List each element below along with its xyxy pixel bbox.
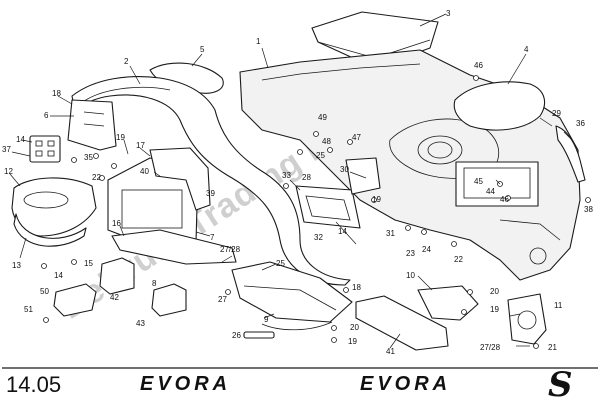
part-30-bracket: [345, 157, 381, 195]
page-number: 14.05: [6, 372, 61, 397]
part-9-lower-panel: [231, 261, 353, 331]
callout-30: 30: [340, 165, 349, 174]
callout-labels: 1 2 3 4 5 6 7 8 9 10 11 12 13 14 14 14 1…: [2, 9, 593, 356]
callout-16: 16: [112, 219, 121, 228]
callout-1: 1: [256, 37, 261, 46]
part-2-dash-cover: [71, 76, 351, 286]
callout-14b: 14: [54, 271, 63, 280]
callout-25b: 25: [276, 259, 285, 268]
brand-text-2: EVORA: [360, 373, 451, 395]
callout-20b: 20: [350, 323, 359, 332]
callout-46b: 46: [500, 195, 509, 204]
callout-6: 6: [44, 111, 49, 120]
callout-33: 33: [282, 171, 291, 180]
callout-43: 43: [136, 319, 145, 328]
part-16-lower-trim: [111, 229, 237, 265]
callout-45: 45: [474, 177, 483, 186]
fasteners: [41, 75, 591, 349]
callout-15: 15: [84, 259, 93, 268]
callout-35: 35: [84, 153, 93, 162]
callout-27-28a: 27/28: [220, 245, 241, 254]
callout-31: 31: [386, 229, 395, 238]
part-switch-panel: [29, 135, 61, 163]
part-11-vent-bracket: [507, 293, 547, 345]
callout-32: 32: [314, 233, 323, 242]
callout-41: 41: [386, 347, 395, 356]
part-13-column-shroud: [11, 177, 97, 247]
brand-suffix: S: [548, 365, 573, 400]
callout-42: 42: [110, 293, 119, 302]
callout-22b: 22: [454, 255, 463, 264]
callout-27: 27: [218, 295, 227, 304]
callout-25a: 25: [316, 151, 325, 160]
callout-19d: 19: [348, 337, 357, 346]
callout-2: 2: [124, 57, 129, 66]
callout-51: 51: [24, 305, 33, 314]
callout-26: 26: [232, 331, 241, 340]
callout-11: 11: [554, 301, 563, 310]
callout-9: 9: [264, 315, 269, 324]
callout-14c: 14: [338, 227, 347, 236]
callout-17: 17: [136, 141, 145, 150]
part-7-binnacle: [107, 157, 199, 247]
callout-18b: 18: [352, 283, 361, 292]
callout-7: 7: [210, 233, 215, 242]
callout-44: 44: [486, 187, 495, 196]
part-42-small-box: [99, 257, 135, 295]
footer: 14.05 EVORA EVORA S: [2, 365, 598, 400]
callout-48: 48: [322, 137, 331, 146]
part-6-bracket-plate: [67, 99, 117, 151]
callout-49: 49: [318, 113, 327, 122]
part-50-bracket: [53, 283, 97, 317]
callout-10: 10: [406, 271, 415, 280]
callout-37: 37: [2, 145, 11, 154]
callout-40: 40: [140, 167, 149, 176]
callout-24: 24: [422, 245, 431, 254]
callout-27-28b: 27/28: [480, 343, 501, 352]
part-36-side-trim: [555, 125, 586, 183]
callout-13: 13: [12, 261, 21, 270]
callout-29: 29: [552, 109, 561, 118]
callout-38: 38: [584, 205, 593, 214]
callout-46a: 46: [474, 61, 483, 70]
part-32-frame: [295, 185, 361, 229]
part-41-lower-trim: [355, 295, 449, 351]
callout-20a: 20: [490, 287, 499, 296]
part-4-top-right-lid: [453, 81, 546, 131]
callout-12: 12: [4, 167, 13, 176]
callout-23: 23: [406, 249, 415, 258]
part-43-small-box: [151, 283, 187, 317]
brand-text-1: EVORA: [140, 373, 231, 395]
part-40-bracket: [149, 147, 211, 211]
callout-18a: 18: [52, 89, 61, 98]
callout-22a: 22: [92, 173, 101, 182]
callout-19b: 19: [372, 195, 381, 204]
part-26-rod: [243, 331, 275, 339]
callout-5: 5: [200, 45, 205, 54]
callout-3: 3: [446, 9, 451, 18]
leader-lines: [9, 13, 573, 349]
callout-8: 8: [152, 279, 157, 288]
callout-28: 28: [302, 173, 311, 182]
callout-36: 36: [576, 119, 585, 128]
callout-19c: 19: [490, 305, 499, 314]
callout-21: 21: [548, 343, 557, 352]
callout-50: 50: [40, 287, 49, 296]
callout-14a: 14: [16, 135, 25, 144]
callout-47: 47: [352, 133, 361, 142]
callout-19a: 19: [116, 133, 125, 142]
callout-4: 4: [524, 45, 529, 54]
callout-39: 39: [206, 189, 215, 198]
